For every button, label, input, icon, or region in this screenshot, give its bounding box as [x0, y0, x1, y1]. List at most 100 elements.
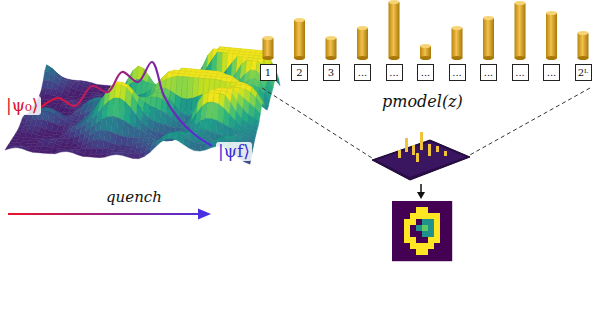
- pixel: [392, 231, 398, 237]
- pixel: [392, 207, 398, 213]
- distribution-label: pmodel(z): [380, 93, 465, 111]
- pixel: [404, 231, 410, 237]
- pixel: [416, 231, 422, 237]
- probability-bar: [578, 31, 589, 60]
- mini-bar: [416, 153, 419, 162]
- mini-bar: [398, 150, 401, 158]
- pixel: [410, 201, 416, 207]
- state-box: ...: [386, 64, 403, 81]
- pixel: [398, 249, 404, 255]
- pixel: [440, 213, 446, 219]
- pixel: [416, 255, 422, 261]
- pixel: [416, 213, 422, 219]
- state-box: ...: [480, 64, 497, 81]
- pixel: [410, 207, 416, 213]
- pixel: [404, 213, 410, 219]
- state-box: 2: [291, 64, 308, 81]
- pixel: [422, 225, 428, 231]
- pixel: [428, 219, 434, 225]
- pixel: [410, 255, 416, 261]
- pixel: [404, 237, 410, 243]
- pixel: [428, 207, 434, 213]
- pixel: [440, 249, 446, 255]
- state-index: ...: [484, 68, 494, 78]
- pixel: [434, 219, 440, 225]
- pixel: [392, 243, 398, 249]
- pixel: [434, 207, 440, 213]
- probability-bar: [294, 18, 305, 60]
- pixel: [428, 225, 434, 231]
- pixel: [446, 249, 452, 255]
- pixel: [422, 237, 428, 243]
- pixel: [398, 255, 404, 261]
- pixel: [404, 219, 410, 225]
- pixel: [446, 219, 452, 225]
- pixel: [392, 255, 398, 261]
- pixel: [446, 255, 452, 261]
- pixel: [440, 243, 446, 249]
- state-box: 2ᴸ: [575, 64, 592, 81]
- pixel: [434, 201, 440, 207]
- state-index: ...: [515, 68, 525, 78]
- histogram-bars: [263, 0, 589, 60]
- pixel: [416, 225, 422, 231]
- initial-state: |ψ₀⟩: [4, 96, 41, 115]
- pixel: [398, 225, 404, 231]
- pixel: [446, 231, 452, 237]
- state-box: ...: [449, 64, 466, 81]
- pixel: [434, 231, 440, 237]
- pixel: [398, 207, 404, 213]
- pixel: [434, 225, 440, 231]
- pixel: [428, 249, 434, 255]
- surface-patch: [150, 142, 157, 153]
- pixel: [404, 201, 410, 207]
- probability-bar: [389, 0, 400, 60]
- pixel: [404, 243, 410, 249]
- pixel: [422, 201, 428, 207]
- pixel: [434, 213, 440, 219]
- pixel: [392, 201, 398, 207]
- state-index: ...: [452, 68, 462, 78]
- pixel: [428, 213, 434, 219]
- pixel: [422, 219, 428, 225]
- pixel: [428, 231, 434, 237]
- quench-label: quench: [104, 189, 164, 206]
- state-index: 2: [296, 68, 302, 78]
- pixel-image: [392, 201, 452, 261]
- state-box: 3: [323, 64, 340, 81]
- state-box: ...: [417, 64, 434, 81]
- pixel: [392, 219, 398, 225]
- pixel: [410, 249, 416, 255]
- energy-landscape: [5, 47, 280, 164]
- pixel: [434, 255, 440, 261]
- state-index: 1: [265, 68, 271, 78]
- pixel: [416, 201, 422, 207]
- pixel: [398, 201, 404, 207]
- pixel: [398, 213, 404, 219]
- quench-arrow: [8, 209, 211, 220]
- probability-bar: [515, 1, 526, 60]
- state-box: ...: [543, 64, 560, 81]
- pixel: [440, 231, 446, 237]
- probability-bar: [546, 11, 557, 60]
- pixel: [398, 237, 404, 243]
- pixel: [422, 255, 428, 261]
- pixel: [416, 243, 422, 249]
- state-index: ...: [421, 68, 431, 78]
- mini-bar: [436, 146, 439, 152]
- pixel: [410, 225, 416, 231]
- pixel: [410, 237, 416, 243]
- pixel: [404, 249, 410, 255]
- pixel: [416, 207, 422, 213]
- pixel: [398, 243, 404, 249]
- pixel: [410, 243, 416, 249]
- quench-path: [40, 62, 212, 146]
- pixel: [404, 255, 410, 261]
- pixel: [440, 237, 446, 243]
- state-index: ...: [547, 68, 557, 78]
- pixel: [422, 243, 428, 249]
- pixel: [434, 237, 440, 243]
